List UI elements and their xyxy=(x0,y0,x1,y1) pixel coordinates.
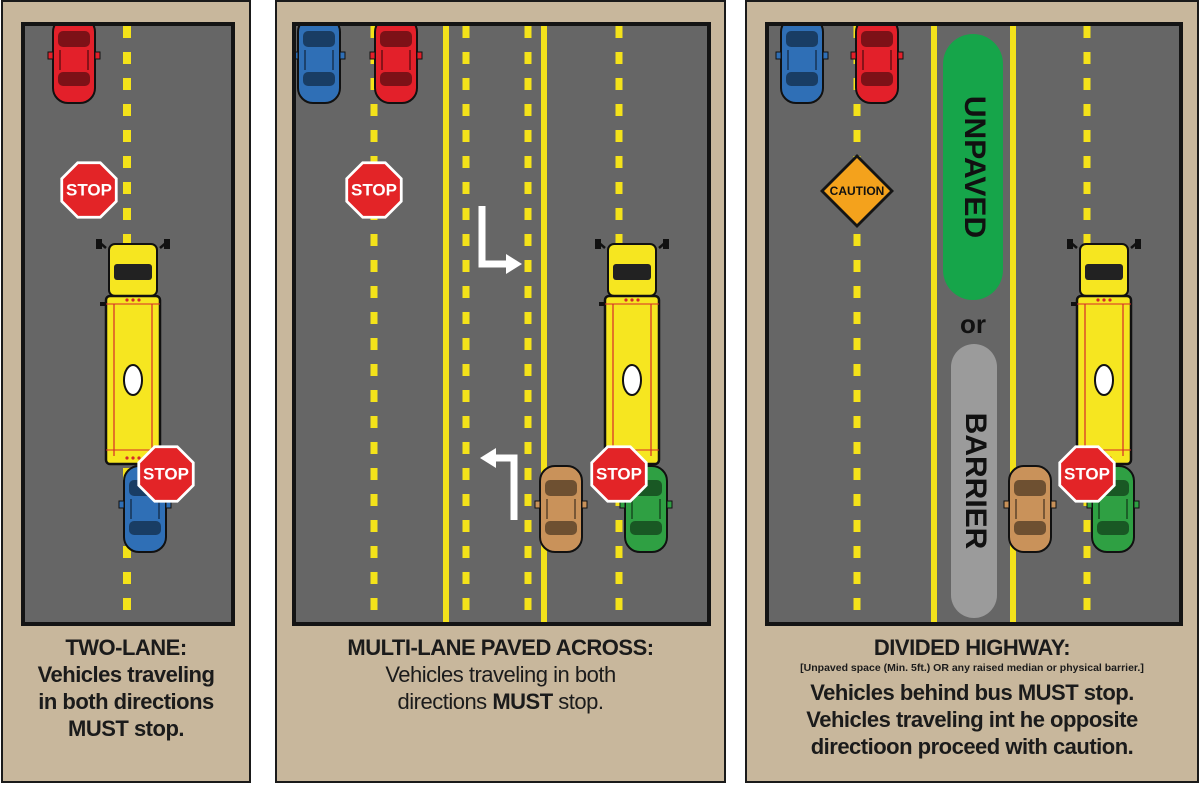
red-car xyxy=(850,26,904,104)
tan-car xyxy=(534,465,588,553)
or-label: or xyxy=(960,309,986,339)
caption-title: TWO-LANE: xyxy=(65,635,187,660)
red-car xyxy=(47,26,101,104)
turn-arrow-icon xyxy=(494,454,518,520)
caption-text: directions xyxy=(397,689,493,714)
school-bus xyxy=(1067,239,1141,466)
multi-lane-scene: STOP STOP xyxy=(296,26,673,622)
barrier-label: BARRIER xyxy=(959,413,992,550)
caption-line: Vehicles behind bus MUST stop. xyxy=(747,679,1197,706)
caution-label: CAUTION xyxy=(830,184,885,198)
arrowhead-icon xyxy=(480,448,496,468)
caption-line: directions MUST stop. xyxy=(277,688,724,715)
divided-highway-caption: DIVIDED HIGHWAY: [Unpaved space (Min. 5f… xyxy=(747,634,1197,760)
stop-label: STOP xyxy=(596,464,642,483)
stop-sign: STOP xyxy=(60,161,118,219)
unpaved-label: UNPAVED xyxy=(958,96,991,238)
multi-lane-caption: MULTI-LANE PAVED ACROSS: Vehicles travel… xyxy=(277,634,724,715)
caption-title: DIVIDED HIGHWAY: xyxy=(873,635,1071,660)
divided-highway-scene: UNPAVED or BARRIER CAUTION STOP xyxy=(775,26,1141,622)
tan-car xyxy=(1003,465,1057,553)
caption-line: Vehicles traveling xyxy=(37,662,215,687)
caption-line: in both directions xyxy=(38,689,214,714)
blue-car xyxy=(296,26,346,104)
caption-title: MULTI-LANE PAVED ACROSS: xyxy=(347,635,654,660)
stop-label: STOP xyxy=(351,180,397,199)
two-lane-caption: TWO-LANE: Vehicles traveling in both dir… xyxy=(3,634,249,742)
caption-text: Vehicles behind bus xyxy=(810,680,1018,705)
caption-note: [Unpaved space (Min. 5ft.) OR any raised… xyxy=(800,662,1144,674)
caption-line: Vehicles traveling int he opposite xyxy=(806,707,1138,732)
two-lane-panel: STOP STOP TWO-LANE: Vehicles traveling i… xyxy=(1,0,251,783)
stop-label: STOP xyxy=(66,180,112,199)
stop-sign: STOP xyxy=(590,445,648,503)
two-lane-scene: STOP STOP xyxy=(47,26,195,622)
caption-text: stop. xyxy=(552,689,604,714)
stop-sign: STOP xyxy=(137,445,195,503)
caption-line: Vehicles traveling in both xyxy=(385,662,616,687)
multi-lane-road: STOP STOP xyxy=(292,22,711,626)
blue-car xyxy=(775,26,829,104)
divided-highway-panel: UNPAVED or BARRIER CAUTION STOP DIVIDED … xyxy=(745,0,1199,783)
red-car xyxy=(369,26,423,104)
turn-arrow-icon xyxy=(478,206,508,268)
stop-label: STOP xyxy=(1064,464,1110,483)
barrier-median xyxy=(951,344,997,618)
caption-text: stop. xyxy=(128,716,185,741)
must-emphasis: MUST xyxy=(1017,680,1079,705)
school-bus xyxy=(595,239,669,466)
divided-highway-road: UNPAVED or BARRIER CAUTION STOP xyxy=(765,22,1183,626)
school-bus xyxy=(96,239,170,466)
stop-sign: STOP xyxy=(1058,445,1116,503)
must-emphasis: MUST xyxy=(68,716,129,741)
multi-lane-panel: STOP STOP MULTI-LANE PAVED ACROSS: Vehic… xyxy=(275,0,726,783)
two-lane-road: STOP STOP xyxy=(21,22,235,626)
caution-sign: CAUTION xyxy=(820,154,894,228)
caption-line: directioon proceed with caution. xyxy=(810,734,1134,759)
must-emphasis: MUST xyxy=(492,689,553,714)
arrowhead-icon xyxy=(506,254,522,274)
caption-text: stop. xyxy=(1078,680,1135,705)
caption-line: MUST stop. xyxy=(3,715,249,742)
stop-label: STOP xyxy=(143,464,189,483)
unpaved-median xyxy=(943,34,1003,300)
stop-sign: STOP xyxy=(345,161,403,219)
